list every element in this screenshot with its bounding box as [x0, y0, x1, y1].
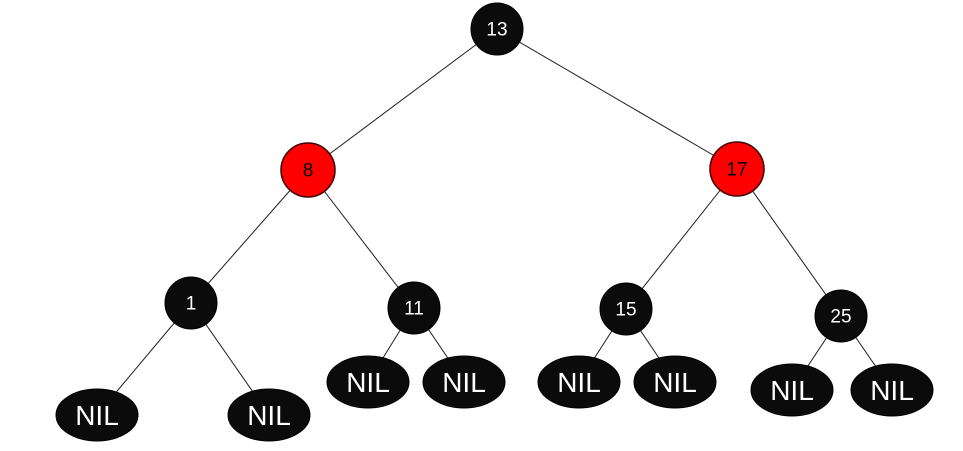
tree-node-1: 1	[164, 276, 218, 330]
nil-node: NIL	[537, 355, 621, 409]
nil-ellipse	[633, 355, 717, 409]
node-circle	[709, 141, 765, 197]
nil-ellipse	[750, 363, 834, 417]
tree-nil-nodes: NIL NIL NIL NIL NIL NIL NIL NIL	[55, 355, 934, 442]
tree-node-8: 8	[280, 142, 336, 198]
nil-label: NIL	[75, 400, 119, 431]
tree-nodes: 13 8 17 1 11 15 25	[164, 2, 868, 343]
nil-ellipse	[850, 363, 934, 417]
node-label: 8	[303, 161, 314, 182]
nil-label: NIL	[653, 367, 697, 398]
node-label: 17	[726, 160, 747, 181]
nil-node: NIL	[633, 355, 717, 409]
nil-label: NIL	[870, 375, 914, 406]
nil-label: NIL	[770, 375, 814, 406]
nil-ellipse	[227, 388, 311, 442]
tree-edge-8-11	[307, 169, 415, 309]
node-circle	[814, 289, 868, 343]
nil-node: NIL	[850, 363, 934, 417]
node-circle	[387, 281, 441, 335]
node-label: 13	[486, 20, 507, 41]
tree-edge-17-15	[625, 168, 738, 310]
nil-label: NIL	[442, 367, 486, 398]
nil-node: NIL	[227, 388, 311, 442]
node-label: 25	[830, 307, 851, 328]
nil-node: NIL	[750, 363, 834, 417]
nil-ellipse	[55, 388, 139, 442]
nil-ellipse	[537, 355, 621, 409]
node-circle	[164, 276, 218, 330]
tree-edge-17-25	[736, 168, 842, 317]
tree-edge-8-1	[190, 169, 309, 304]
nil-ellipse	[326, 355, 410, 409]
nil-node: NIL	[326, 355, 410, 409]
nil-node: NIL	[422, 355, 506, 409]
node-circle	[280, 142, 336, 198]
tree-node-25: 25	[814, 289, 868, 343]
tree-node-11: 11	[387, 281, 441, 335]
tree-node-13: 13	[470, 2, 524, 56]
node-label: 1	[186, 294, 197, 315]
tree-edge-13-17	[496, 28, 738, 170]
nil-label: NIL	[346, 367, 390, 398]
nil-label: NIL	[557, 367, 601, 398]
node-label: 15	[615, 300, 636, 321]
tree-edge-13-8	[307, 28, 498, 171]
tree-node-17: 17	[709, 141, 765, 197]
tree-node-15: 15	[599, 282, 653, 336]
nil-node: NIL	[55, 388, 139, 442]
nil-label: NIL	[247, 400, 291, 431]
tree-edges	[96, 28, 893, 416]
node-circle	[599, 282, 653, 336]
node-circle	[470, 2, 524, 56]
nil-ellipse	[422, 355, 506, 409]
node-label: 11	[404, 299, 424, 320]
